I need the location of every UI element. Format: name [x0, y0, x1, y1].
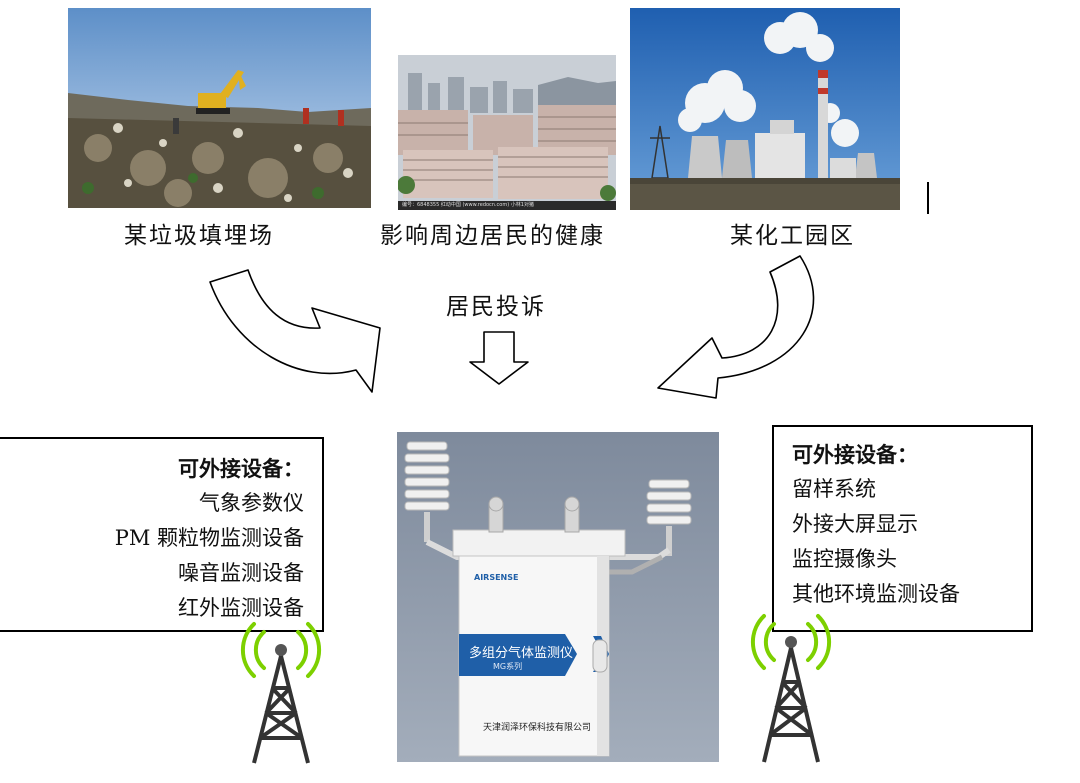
device-company: 天津润泽环保科技有限公司: [483, 723, 592, 733]
landfill-caption: 某垃圾填埋场: [124, 223, 274, 249]
landfill-photo: [68, 8, 371, 208]
right-box-item: 留样系统: [792, 477, 876, 501]
device-product-name: 多组分气体监测仪: [469, 646, 574, 661]
radio-tower-icon: [750, 614, 832, 763]
right-box-title: 可外接设备：: [792, 442, 918, 467]
left-box-item: 红外监测设备: [178, 596, 304, 620]
curved-arrow-icon: [209, 269, 381, 393]
right-box-item: 监控摄像头: [792, 547, 897, 571]
radio-tower-icon: [240, 622, 322, 764]
divider-line: [927, 182, 929, 214]
city-caption: 影响周边居民的健康: [380, 223, 605, 249]
right-external-devices-box: 可外接设备： 留样系统 外接大屏显示 监控摄像头 其他环境监测设备: [772, 425, 1033, 632]
down-arrow-icon: [469, 331, 529, 385]
curved-arrow-icon: [657, 255, 815, 399]
left-box-item: 气象参数仪: [199, 491, 304, 515]
complaint-label: 居民投诉: [446, 294, 546, 320]
left-box-item: 噪音监测设备: [178, 561, 304, 585]
city-photo: 编号：6848355 红动中国 (www.redocn.com) 小林1对猪: [398, 55, 616, 210]
device-brand: AIRSENSE: [474, 573, 519, 582]
right-box-item: 外接大屏显示: [792, 512, 918, 536]
chemical-plant-caption: 某化工园区: [730, 223, 855, 249]
left-box-title: 可外接设备：: [178, 456, 304, 481]
chemical-plant-photo: [630, 8, 900, 210]
right-box-item: 其他环境监测设备: [792, 582, 960, 606]
device-series: MG系列: [493, 662, 523, 671]
photo-watermark: 编号：6848355 红动中国 (www.redocn.com) 小林1对猪: [402, 202, 534, 208]
left-box-item: PM 颗粒物监测设备: [114, 526, 304, 550]
left-external-devices-box: 可外接设备： 气象参数仪 PM 颗粒物监测设备 噪音监测设备 红外监测设备: [0, 437, 324, 632]
gas-monitor-device: AIRSENSE 多组分气体监测仪 MG系列 天津润泽环保科技有限公司: [397, 432, 719, 762]
